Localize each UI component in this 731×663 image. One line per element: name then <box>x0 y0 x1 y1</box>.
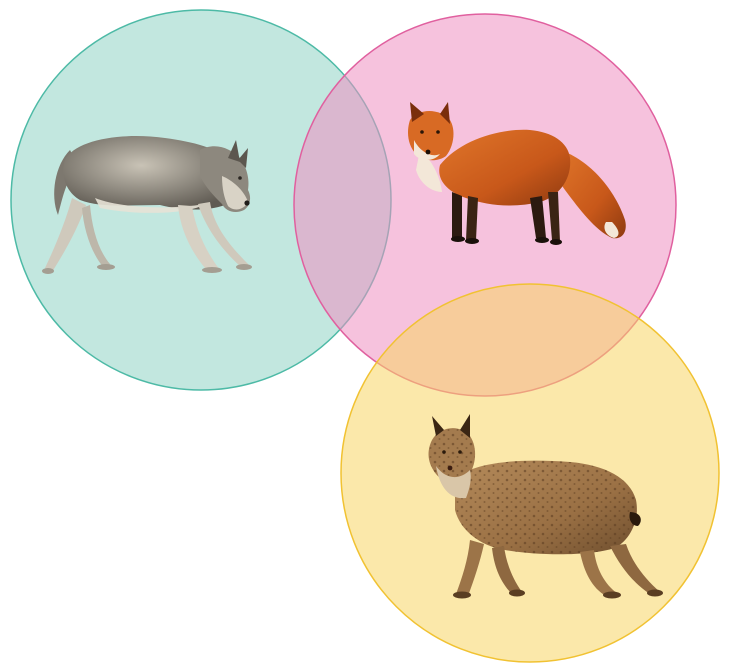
circle-group <box>11 10 719 662</box>
